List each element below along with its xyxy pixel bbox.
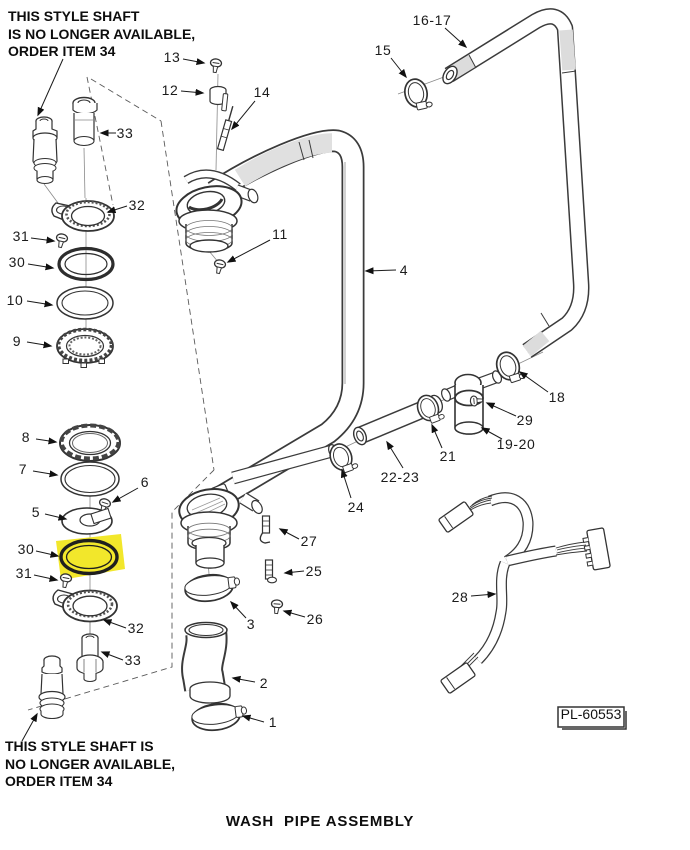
shaft-old-style-bottom (38, 655, 66, 720)
screw-26 (270, 598, 284, 615)
part-label-32-top: 32 (128, 197, 146, 213)
part-label-30-bottom: 30 (17, 541, 35, 557)
part-label-32-bottom: 32 (127, 620, 145, 636)
castle-nut-8 (59, 423, 121, 462)
shaft-33-top (72, 96, 98, 147)
hose-clamp-15 (401, 75, 434, 113)
dashed-guide-lines (27, 76, 215, 711)
leader-lines (21, 27, 549, 742)
note-top-line2: IS NO LONGER AVAILABLE, (8, 25, 196, 42)
part-label-16-17: 16-17 (412, 12, 452, 28)
hose-clamp-3 (182, 570, 243, 605)
note-top: THIS STYLE SHAFT IS NO LONGER AVAILABLE,… (8, 8, 195, 61)
part-label-26: 26 (306, 611, 324, 627)
part-label-10: 10 (6, 292, 24, 308)
pin-25 (264, 559, 278, 584)
screw-13 (208, 57, 223, 74)
pipe-16-17 (442, 8, 590, 358)
ring-10 (56, 286, 114, 320)
diagram-title: WASH PIPE ASSEMBLY (225, 813, 415, 830)
part-label-21: 21 (439, 448, 457, 464)
washer-5 (61, 507, 113, 535)
o-ring-30-top (57, 246, 115, 282)
note-top-line1: THIS STYLE SHAFT (8, 8, 140, 24)
tee-fitting-19-20 (440, 370, 503, 435)
part-label-29: 29 (516, 412, 534, 428)
part-label-19-20: 19-20 (496, 436, 536, 452)
screw-31-top (53, 232, 69, 250)
part-label-33-top: 33 (116, 125, 134, 141)
shaft-33-bottom (76, 633, 104, 683)
clip-12 (209, 85, 229, 112)
part-label-9: 9 (12, 333, 22, 349)
part-label-11: 11 (272, 226, 288, 242)
pin-14 (216, 106, 234, 152)
upper-wash-arm-head (175, 169, 259, 253)
part-label-15: 15 (374, 42, 392, 58)
lower-wash-arm-head (178, 483, 263, 569)
part-label-24: 24 (347, 499, 365, 515)
part-label-7: 7 (18, 461, 28, 477)
hose-2 (181, 621, 231, 704)
part-label-2: 2 (259, 675, 269, 691)
part-label-30-top: 30 (8, 254, 26, 270)
note-bottom-line3: ORDER ITEM 34 (5, 773, 113, 789)
part-label-22-23: 22-23 (380, 469, 420, 485)
part-label-12: 12 (161, 82, 179, 98)
part-label-14: 14 (253, 84, 271, 100)
part-label-28: 28 (451, 589, 469, 605)
screw-11 (211, 258, 227, 276)
hose-clamp-1 (189, 699, 250, 734)
part-label-13: 13 (163, 49, 181, 65)
part-label-31-bottom: 31 (15, 565, 33, 581)
lock-ring-9 (56, 327, 114, 368)
part-label-6: 6 (140, 474, 150, 490)
bracket-32-bottom (52, 589, 118, 623)
part-label-5: 5 (31, 504, 41, 520)
plate-number: PL-60553 (560, 706, 622, 722)
note-bottom-line2: NO LONGER AVAILABLE, (5, 755, 176, 772)
note-bottom-line1: THIS STYLE SHAFT IS (5, 738, 154, 754)
wire-harness-28 (438, 492, 611, 694)
part-label-18: 18 (548, 389, 566, 405)
part-label-33-bottom: 33 (124, 652, 142, 668)
part-label-8: 8 (21, 429, 31, 445)
part-label-27: 27 (300, 533, 318, 549)
wash-pipe-4 (206, 129, 365, 512)
note-top-line3: ORDER ITEM 34 (8, 43, 116, 59)
note-bottom: THIS STYLE SHAFT IS NO LONGER AVAILABLE,… (5, 738, 175, 791)
part-label-4: 4 (399, 262, 409, 278)
screw-31-bottom (58, 572, 73, 589)
part-label-1: 1 (268, 714, 278, 730)
o-ring-7 (60, 461, 120, 497)
shaft-old-style-top (32, 116, 58, 185)
plate-number-box (557, 706, 627, 730)
clip-27 (259, 515, 271, 544)
part-label-31-top: 31 (12, 228, 30, 244)
part-label-3: 3 (246, 616, 256, 632)
part-label-25: 25 (305, 563, 323, 579)
bracket-32-top (51, 200, 115, 232)
o-ring-30-bottom (59, 538, 119, 576)
